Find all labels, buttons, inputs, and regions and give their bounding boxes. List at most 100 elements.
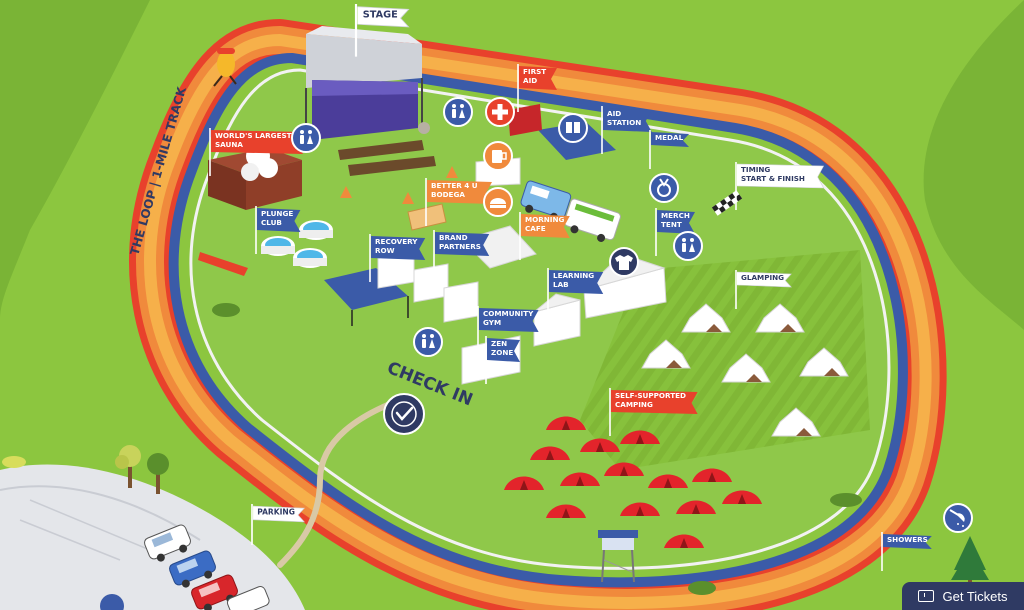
first-aid-hut	[508, 104, 542, 136]
restroom-icon[interactable]	[413, 327, 443, 357]
restroom-icon[interactable]	[291, 123, 321, 153]
flag-label: PARKING	[257, 508, 295, 517]
hill-right	[923, 0, 1024, 330]
flag-label: CAMPING	[615, 400, 653, 409]
beer-icon[interactable]	[483, 141, 513, 171]
flag-banner	[657, 210, 695, 234]
flag-banner	[611, 390, 698, 414]
shower-icon[interactable]	[943, 503, 973, 533]
first-aid-icon[interactable]	[485, 97, 515, 127]
flag-label: LAB	[553, 280, 569, 289]
flag-label: RECOVERY	[375, 237, 418, 246]
trees	[2, 303, 989, 595]
flag-label: AID	[523, 76, 537, 85]
glamping-tents	[641, 303, 849, 437]
flag-stage[interactable]: STAGE	[354, 4, 410, 57]
water-icon[interactable]	[558, 113, 588, 143]
flag-label: START & FINISH	[741, 174, 805, 183]
flag-label: ZONE	[491, 348, 513, 357]
flag-banner	[257, 208, 301, 232]
flag-label: ZEN	[491, 339, 507, 348]
flag-label: MEDAL	[655, 133, 684, 142]
flag-banner	[253, 505, 306, 523]
flag-label: WORLD'S LARGEST	[215, 131, 292, 140]
shirt-icon[interactable]	[609, 247, 639, 277]
flag-label: STAGE	[363, 10, 398, 21]
mascot-runner	[213, 48, 237, 87]
flag-label: BRAND	[439, 233, 468, 242]
flag-banner	[603, 108, 652, 132]
camping-tents	[504, 416, 762, 548]
flag-label: FIRST	[523, 67, 546, 76]
flag-banner	[736, 163, 825, 189]
ticket-icon	[918, 590, 935, 602]
flag-parking[interactable]: PARKING	[251, 504, 306, 545]
flag-label: BETTER 4 U	[431, 181, 478, 190]
campfires	[340, 166, 458, 204]
restroom-icon[interactable]	[443, 97, 473, 127]
get-tickets-label: Get Tickets	[942, 588, 1008, 604]
flag-label: SELF-SUPPORTED	[615, 391, 686, 400]
flag-medal[interactable]: MEDAL	[649, 130, 689, 169]
flag-banner	[549, 270, 604, 294]
food-icon[interactable]	[483, 187, 513, 217]
flag-glamping[interactable]: GLAMPING	[735, 270, 792, 309]
flag-banner	[427, 180, 492, 204]
restroom-icon[interactable]	[673, 231, 703, 261]
vehicles	[520, 180, 621, 242]
flag-label: TENT	[661, 220, 682, 229]
hill-left	[0, 0, 150, 320]
flag-banner	[883, 534, 932, 549]
flag-label: PARTNERS	[439, 242, 481, 251]
plunge-tubs	[198, 220, 333, 276]
check-in-icon[interactable]	[383, 393, 425, 435]
flag-label: GLAMPING	[741, 273, 784, 282]
cars	[100, 524, 270, 610]
flag-showers[interactable]: SHOWERS	[881, 532, 932, 571]
flag-label: TIMING	[741, 165, 770, 174]
flag-label: LEARNING	[553, 271, 594, 280]
flag-banner	[357, 6, 410, 28]
icons-layer	[291, 97, 973, 533]
flag-banner	[479, 308, 539, 332]
flag-banner	[651, 132, 689, 147]
flag-label: CAFE	[525, 224, 546, 233]
flag-label: SAUNA	[215, 140, 243, 149]
flag-banner	[435, 232, 490, 256]
get-tickets-button[interactable]: Get Tickets	[902, 582, 1024, 610]
finish-line	[711, 190, 743, 216]
flag-banner	[371, 236, 426, 260]
flag-label: MORNING	[525, 215, 565, 224]
sauna-building	[208, 144, 302, 210]
flag-label: MERCH	[661, 211, 690, 220]
flag-label: STATION	[607, 118, 641, 127]
stage-structure	[305, 26, 430, 140]
flag-label: BODEGA	[431, 190, 465, 199]
medal-icon[interactable]	[649, 173, 679, 203]
footpath	[277, 397, 403, 568]
flag-label: COMMUNITY	[483, 309, 534, 318]
flag-banner	[736, 271, 792, 288]
flag-banner	[211, 130, 303, 154]
flag-banner	[519, 66, 557, 90]
watch-tower	[598, 530, 638, 583]
flag-label: PLUNGE	[261, 209, 293, 218]
flag-label: ROW	[375, 246, 395, 255]
flag-label: AID	[607, 109, 621, 118]
